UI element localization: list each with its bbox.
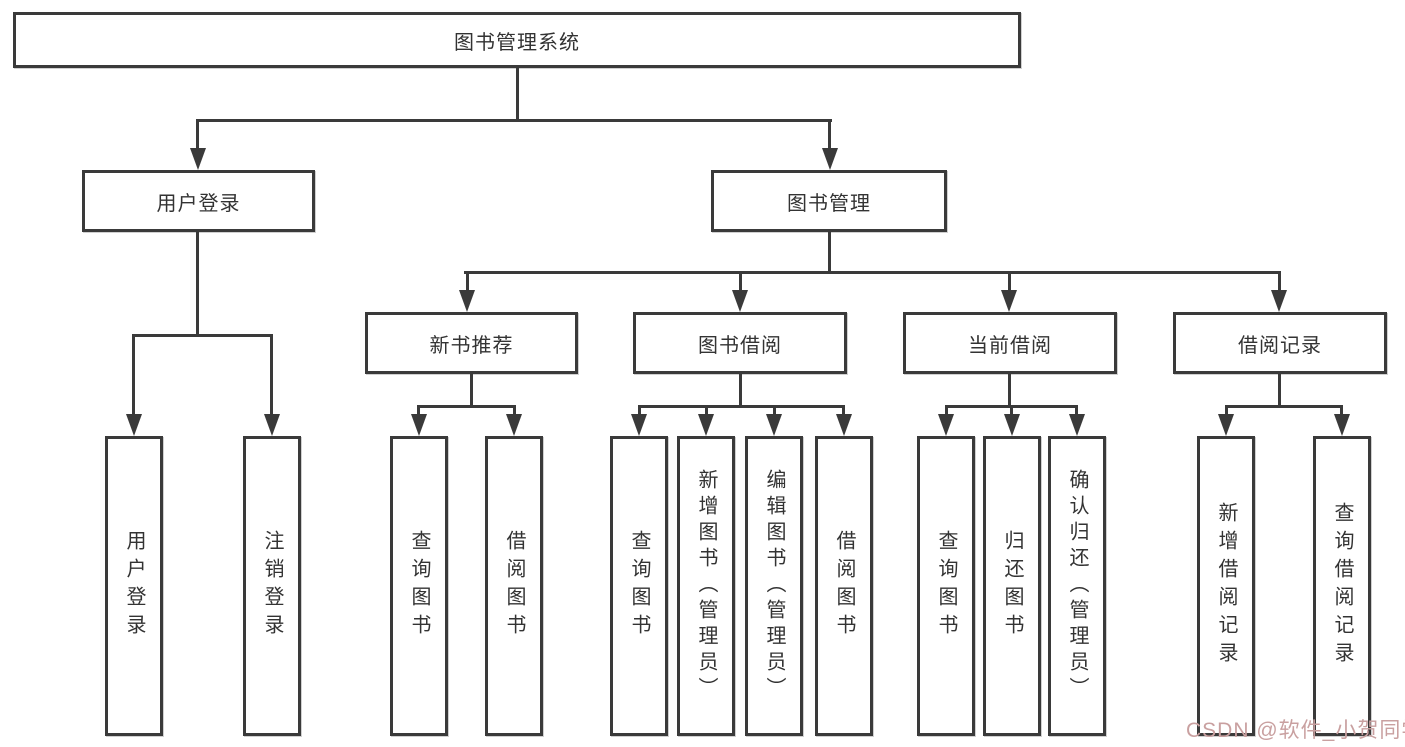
connector-line [1010,405,1013,417]
connector-line [270,334,273,416]
arrow-down-icon [506,414,522,436]
node-user-login-label: 用户登录 [156,192,241,215]
arrow-down-icon [822,148,838,170]
arrow-down-icon [459,290,475,312]
connector-line [417,405,420,417]
csdn-watermark-text: CSDN @软件_小贺同学 [1186,719,1405,742]
leaf-current-return-label: 归还图书 [1001,530,1023,642]
arrow-down-icon [190,148,206,170]
node-book-borrow-label: 图书借阅 [698,334,782,357]
leaf-borrow-borrow-label: 借阅图书 [833,530,855,642]
leaf-user-login: 用户登录 [105,436,163,736]
connector-line [464,271,1281,274]
leaf-current-confirm-label: 确认归还（管理员） [1066,469,1088,703]
connector-line [828,230,831,274]
arrow-down-icon [1334,414,1350,436]
leaf-borrow-add: 新增图书（管理员） [677,436,735,736]
connector-line [842,405,845,417]
node-new-book: 新书推荐 [365,312,578,374]
connector-line [638,405,845,408]
arrow-down-icon [264,414,280,436]
connector-line [1008,372,1011,408]
node-book-borrow: 图书借阅 [633,312,847,374]
leaf-logout: 注销登录 [243,436,301,736]
node-book-mgmt: 图书管理 [711,170,947,232]
connector-line [773,405,776,417]
node-borrow-records: 借阅记录 [1173,312,1387,374]
leaf-borrow-edit-label: 编辑图书（管理员） [763,469,785,703]
connector-line [945,405,948,417]
leaf-records-add-label: 新增借阅记录 [1215,502,1237,670]
leaf-borrow-query: 查询图书 [610,436,668,736]
node-book-mgmt-label: 图书管理 [787,192,871,215]
connector-line [1278,372,1281,408]
arrow-down-icon [1001,290,1017,312]
connector-line [196,230,199,337]
connector-line [470,372,473,408]
connector-line [739,372,742,408]
leaf-records-add: 新增借阅记录 [1197,436,1255,736]
connector-line [638,405,641,417]
connector-line [828,119,831,151]
arrow-down-icon [1004,414,1020,436]
connector-line [1075,405,1078,417]
connector-line [417,405,516,408]
connector-line [196,119,199,151]
node-borrow-records-label: 借阅记录 [1238,334,1322,357]
leaf-newbook-borrow: 借阅图书 [485,436,543,736]
leaf-newbook-query: 查询图书 [390,436,448,736]
leaf-records-query-label: 查询借阅记录 [1331,502,1353,670]
connector-line [739,271,742,293]
arrow-down-icon [126,414,142,436]
node-root-label: 图书管理系统 [454,31,580,54]
node-root: 图书管理系统 [13,12,1021,68]
leaf-current-query: 查询图书 [917,436,975,736]
arrow-down-icon [836,414,852,436]
leaf-borrow-edit: 编辑图书（管理员） [745,436,803,736]
connector-line [705,405,708,417]
leaf-logout-label: 注销登录 [261,530,283,642]
arrow-down-icon [766,414,782,436]
leaf-records-query: 查询借阅记录 [1313,436,1371,736]
leaf-borrow-add-label: 新增图书（管理员） [695,469,717,703]
leaf-borrow-borrow: 借阅图书 [815,436,873,736]
connector-line [1225,405,1228,417]
leaf-borrow-query-label: 查询图书 [628,530,650,642]
node-user-login: 用户登录 [82,170,315,232]
arrow-down-icon [698,414,714,436]
connector-line [1340,405,1343,417]
leaf-current-confirm: 确认归还（管理员） [1048,436,1106,736]
arrow-down-icon [631,414,647,436]
connector-line [196,119,832,122]
connector-line [1278,271,1281,293]
leaf-newbook-borrow-label: 借阅图书 [503,530,525,642]
arrow-down-icon [411,414,427,436]
connector-line [132,334,135,416]
leaf-user-login-label: 用户登录 [123,530,145,642]
arrow-down-icon [938,414,954,436]
arrow-down-icon [1069,414,1085,436]
connector-line [1008,271,1011,293]
connector-line [516,66,519,121]
node-current-borrow-label: 当前借阅 [968,334,1052,357]
arrow-down-icon [1218,414,1234,436]
node-current-borrow: 当前借阅 [903,312,1117,374]
arrow-down-icon [732,290,748,312]
leaf-newbook-query-label: 查询图书 [408,530,430,642]
connector-line [513,405,516,417]
connector-line [132,334,273,337]
node-new-book-label: 新书推荐 [429,334,514,357]
connector-line [466,271,469,293]
connector-line [1225,405,1343,408]
leaf-current-return: 归还图书 [983,436,1041,736]
csdn-watermark: CSDN @软件_小贺同学 [1186,714,1405,744]
leaf-current-query-label: 查询图书 [935,530,957,642]
arrow-down-icon [1271,290,1287,312]
